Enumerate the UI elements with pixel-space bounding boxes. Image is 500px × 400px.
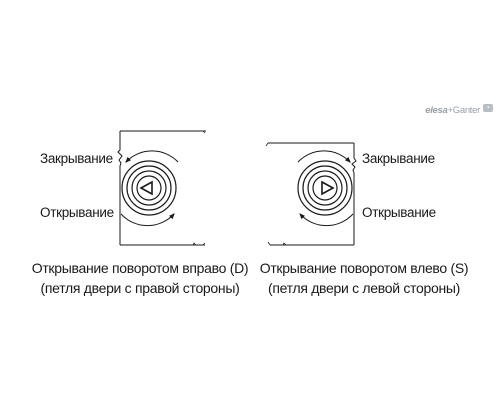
- right-rotation-arrows: [297, 150, 354, 227]
- right-door-frame: [265, 142, 357, 246]
- left-close-arrow-icon: [125, 150, 179, 163]
- elesa-ganter-logo: elesa+Ganter▪: [425, 104, 493, 116]
- left-door-frame: [117, 130, 206, 246]
- left-caption-line1: Открывание поворотом вправо (D): [31, 260, 249, 276]
- right-close-arrow-icon: [297, 150, 351, 163]
- left-close-label: Закрывание: [40, 151, 113, 166]
- left-lock-cylinder: [121, 160, 177, 216]
- right-open-label: Открывание: [362, 205, 436, 220]
- left-rotation-arrows: [120, 150, 179, 227]
- right-caption-line2: (петля двери с левой стороны): [267, 280, 461, 296]
- left-open-arrow-icon: [120, 213, 175, 227]
- right-close-label: Закрывание: [362, 151, 435, 166]
- left-open-label: Открывание: [40, 205, 114, 220]
- right-caption-line1: Открывание поворотом влево (S): [259, 260, 469, 276]
- right-open-arrow-icon: [299, 213, 354, 227]
- right-lock-cylinder: [297, 160, 353, 216]
- right-triangle-mark: [321, 180, 335, 196]
- left-triangle-mark: [139, 180, 153, 196]
- left-caption-line2: (петля двери с правой стороны): [40, 280, 240, 296]
